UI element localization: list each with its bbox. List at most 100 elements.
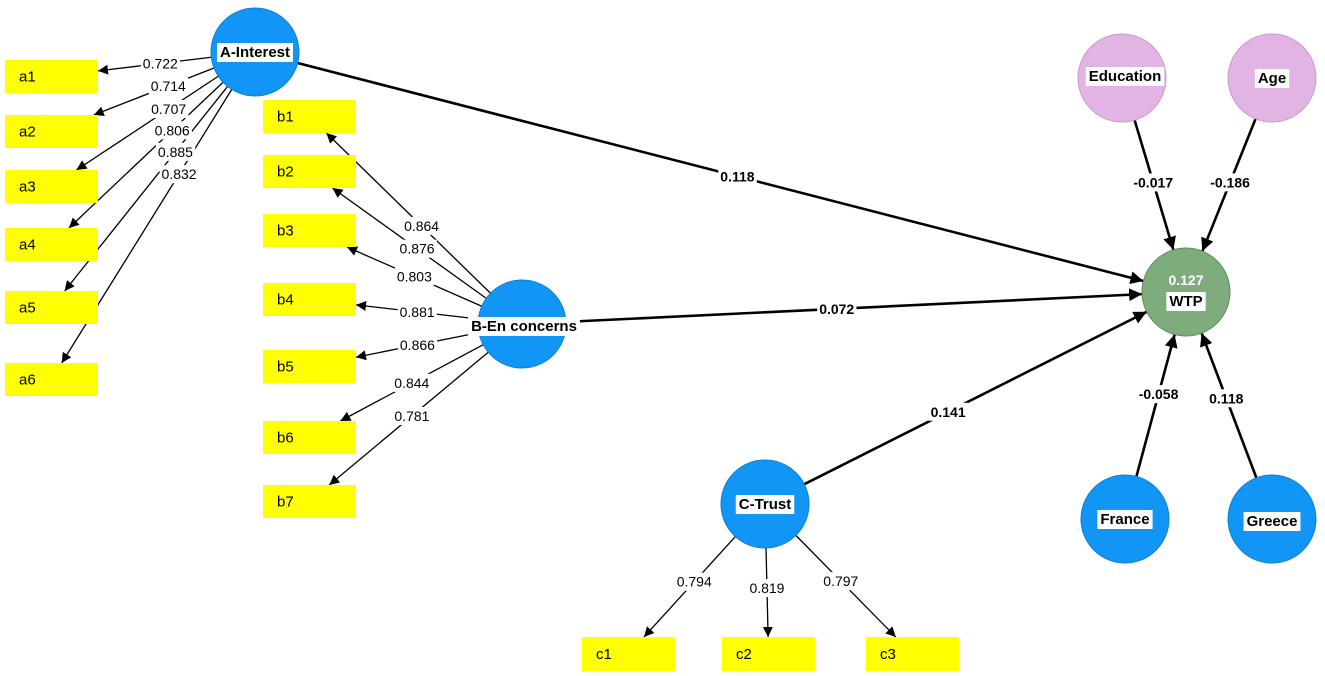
path-coef-education-wtp: -0.017 bbox=[1133, 174, 1173, 190]
indicator-label-a4: a4 bbox=[19, 237, 36, 254]
loading-value-b1: 0.864 bbox=[404, 218, 439, 234]
loading-value-bg bbox=[674, 572, 714, 591]
path-coef-bg bbox=[928, 402, 968, 421]
path-coef-bg bbox=[817, 299, 857, 318]
construct-label-education-bg bbox=[1085, 67, 1165, 86]
path-coef-bg bbox=[1136, 385, 1181, 404]
construct-label-interest-bg bbox=[216, 43, 294, 62]
indicator-box-a2 bbox=[5, 115, 98, 148]
loading-value-bg bbox=[397, 302, 437, 321]
construct-label-trust-bg bbox=[735, 495, 795, 514]
loading-value-bg bbox=[149, 100, 189, 119]
indicator-label-c1: c1 bbox=[596, 646, 612, 663]
indicator-label-c2: c2 bbox=[736, 646, 752, 663]
loading-value-b5: 0.866 bbox=[400, 337, 435, 353]
indicator-box-b6 bbox=[263, 421, 356, 454]
loading-value-c3: 0.797 bbox=[823, 573, 858, 589]
indicator-box-b2 bbox=[263, 155, 356, 188]
loading-value-a3: 0.707 bbox=[151, 101, 186, 117]
indicator-label-a1: a1 bbox=[19, 69, 36, 86]
loading-value-a4: 0.806 bbox=[155, 122, 190, 138]
indicator-box-b5 bbox=[263, 350, 356, 383]
construct-label-interest: A-Interest bbox=[220, 44, 290, 61]
wtp-r-squared: 0.127 bbox=[1168, 272, 1203, 288]
construct-label-age-bg bbox=[1254, 69, 1290, 88]
indicator-box-a3 bbox=[5, 170, 98, 203]
indicator-label-b2: b2 bbox=[277, 164, 294, 181]
loading-value-bg bbox=[747, 579, 787, 598]
construct-label-wtp-bg bbox=[1166, 292, 1206, 311]
path-coef-age-wtp: -0.186 bbox=[1210, 174, 1250, 190]
indicator-box-a4 bbox=[5, 228, 98, 261]
loading-value-bg bbox=[397, 239, 437, 258]
construct-label-france-bg bbox=[1097, 510, 1153, 529]
loading-value-bg bbox=[394, 267, 435, 286]
loading-value-b2: 0.876 bbox=[400, 241, 435, 257]
loading-line-a3 bbox=[76, 75, 219, 171]
indicator-box-c3 bbox=[866, 637, 959, 671]
indicator-box-c2 bbox=[722, 637, 815, 671]
loading-value-bg bbox=[402, 216, 442, 235]
indicator-box-a6 bbox=[5, 363, 98, 396]
loading-line-a4 bbox=[68, 81, 224, 229]
indicator-box-a5 bbox=[5, 291, 98, 324]
indicator-box-b4 bbox=[263, 283, 356, 316]
loading-value-b4: 0.881 bbox=[400, 304, 435, 320]
indicator-label-a3: a3 bbox=[19, 179, 36, 196]
path-coef-trust-wtp: 0.141 bbox=[931, 404, 966, 420]
loading-value-bg bbox=[392, 373, 432, 392]
construct-label-trust: C-Trust bbox=[739, 496, 792, 513]
loading-value-bg bbox=[821, 572, 861, 591]
construct-label-education: Education bbox=[1089, 68, 1162, 85]
loading-value-bg bbox=[140, 54, 181, 73]
construct-label-age: Age bbox=[1258, 70, 1286, 87]
loading-value-bg bbox=[155, 142, 196, 161]
path-coef-bg bbox=[1207, 389, 1246, 408]
construct-label-greece-bg bbox=[1243, 512, 1301, 531]
construct-label-wtp: WTP bbox=[1169, 293, 1202, 310]
indicator-box-b3 bbox=[263, 214, 356, 247]
construct-label-concerns-bg bbox=[468, 317, 580, 336]
indicator-label-a6: a6 bbox=[19, 372, 36, 389]
indicator-box-c1 bbox=[582, 637, 675, 671]
loading-value-bg bbox=[397, 335, 438, 354]
loading-value-bg bbox=[152, 121, 192, 140]
indicator-label-a5: a5 bbox=[19, 300, 36, 317]
indicator-box-a1 bbox=[5, 60, 98, 93]
path-coef-interest-wtp: 0.118 bbox=[720, 168, 754, 184]
indicator-label-a2: a2 bbox=[19, 124, 36, 141]
loading-value-b7: 0.781 bbox=[394, 408, 429, 424]
loading-value-bg bbox=[148, 76, 189, 95]
path-coef-bg bbox=[1131, 173, 1176, 192]
loading-value-b6: 0.844 bbox=[394, 375, 429, 391]
path-coef-bg bbox=[1208, 173, 1253, 192]
construct-label-greece: Greece bbox=[1247, 513, 1298, 530]
loading-value-a1: 0.722 bbox=[143, 55, 178, 71]
indicator-label-b6: b6 bbox=[277, 430, 294, 447]
indicator-label-b3: b3 bbox=[277, 223, 294, 240]
indicator-label-b7: b7 bbox=[277, 494, 294, 511]
loading-value-a6: 0.832 bbox=[162, 166, 197, 182]
loading-value-bg bbox=[159, 165, 199, 184]
loading-value-bg bbox=[392, 406, 432, 425]
indicator-box-b7 bbox=[263, 485, 356, 518]
path-line-trust-wtp bbox=[803, 310, 1148, 486]
construct-label-france: France bbox=[1100, 511, 1149, 528]
indicator-label-b5: b5 bbox=[277, 359, 294, 376]
indicator-label-b1: b1 bbox=[277, 109, 294, 126]
path-coef-bg bbox=[718, 167, 757, 186]
path-coef-concerns-wtp: 0.072 bbox=[819, 301, 854, 317]
path-coef-france-wtp: -0.058 bbox=[1139, 386, 1179, 402]
path-coef-greece-wtp: 0.118 bbox=[1209, 390, 1243, 406]
indicator-box-b1 bbox=[263, 100, 356, 133]
loading-value-a2: 0.714 bbox=[151, 78, 186, 94]
path-line-france-wtp bbox=[1135, 334, 1178, 477]
loading-value-a5: 0.885 bbox=[158, 144, 193, 160]
loading-value-c1: 0.794 bbox=[677, 574, 712, 590]
construct-label-concerns: B-En concerns bbox=[471, 318, 577, 335]
indicator-label-c3: c3 bbox=[880, 646, 896, 663]
loading-value-c2: 0.819 bbox=[749, 580, 784, 596]
indicator-label-b4: b4 bbox=[277, 292, 294, 309]
loading-value-b3: 0.803 bbox=[397, 269, 432, 285]
